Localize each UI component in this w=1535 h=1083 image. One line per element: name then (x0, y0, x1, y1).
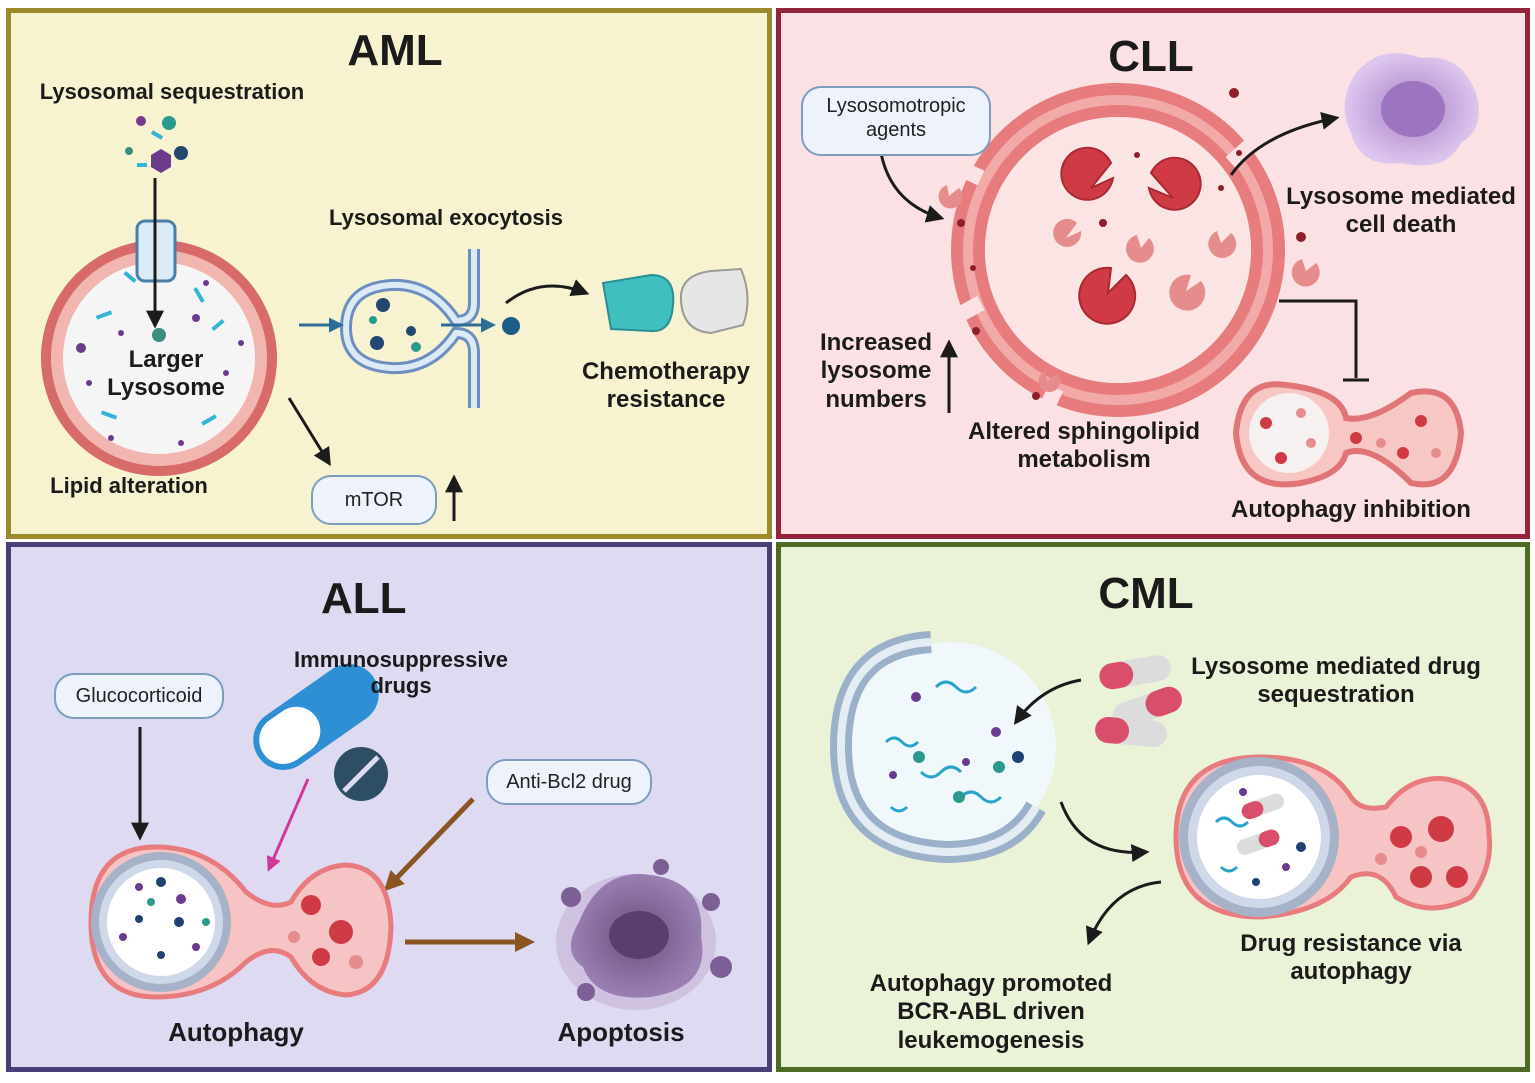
phagophore (829, 631, 1056, 864)
drug-resistance-label: Drug resistance via autophagy (1216, 930, 1486, 987)
altered-sphingolipid-line-2: metabolism (1017, 446, 1151, 474)
anti-bcl2-arrow (383, 797, 475, 892)
lysosomal-exocytosis-label: Lysosomal exocytosis (329, 205, 563, 230)
mtor-pill: mTOR (311, 475, 437, 525)
drug-resistance-line-1: Drug resistance via (1240, 930, 1462, 957)
cll-dots (957, 88, 1306, 400)
larger-lysosome (41, 240, 277, 476)
glucocorticoid-pill: Glucocorticoid (54, 673, 224, 719)
to-cell-death-arrow (1229, 112, 1340, 176)
aml-title: AML (347, 26, 443, 75)
cml-title: CML (1098, 569, 1194, 618)
apoptosis-label: Apoptosis (557, 1017, 685, 1047)
cll-title: CLL (1108, 32, 1194, 81)
larger-lysosome-line-1: Larger (128, 346, 204, 373)
increased-lysosome-numbers-label: Increased lysosome numbers (801, 329, 951, 414)
drug-sequestration-label: Lysosome mediated drug sequestration (1176, 653, 1496, 710)
immunosuppressive-arrow (266, 778, 310, 872)
leukemogenesis-line-1: Autophagy promoted (869, 970, 1113, 997)
anti-bcl2-pill: Anti-Bcl2 drug (486, 759, 652, 805)
to-capsule-arrow (505, 279, 590, 305)
increased-lysosome-line-3: numbers (825, 385, 927, 413)
larger-lysosome-line-2: Lysosome (107, 374, 225, 402)
capsule-icon (601, 267, 749, 335)
cml-capsules-icon (1095, 655, 1182, 748)
drug-particles (125, 116, 188, 173)
lysosome-cell-death-label: Lysosome mediated cell death (1276, 183, 1525, 240)
leukemogenesis-label: Autophagy promoted BCR-ABL driven leukem… (861, 970, 1121, 1055)
autophagolysosome (1232, 381, 1465, 488)
aml-panel: AML Lysosomal sequestration Lysosomal ex… (6, 8, 772, 539)
drug-to-phagophore-arrow (1013, 678, 1082, 725)
exocytosis-vesicle (339, 249, 480, 408)
released-drug (502, 317, 520, 335)
immunosuppressive-drugs-label: Immunosuppressive drugs (271, 647, 531, 699)
to-mtor-arrow (287, 397, 331, 467)
lysosomotropic-agents-pill: Lysosomotropic agents (801, 86, 991, 156)
larger-lysosome-label: Larger Lysosome (91, 346, 241, 403)
lysosome-cell-death-line-1: Lysosome mediated (1286, 183, 1516, 210)
cml-panel: CML Lysosome mediated drug sequestration… (776, 542, 1530, 1072)
drug-sequestration-line-2: sequestration (1257, 681, 1415, 709)
chemotherapy-resistance-line-1: Chemotherapy (581, 358, 751, 385)
all-title: ALL (321, 574, 407, 623)
lysosomotropic-agents-line-1: Lysosomotropic (826, 95, 966, 117)
cml-autolysosome (1173, 754, 1493, 920)
to-autolysosome-arrow (1059, 801, 1150, 863)
lysosome-cell-death-line-2: cell death (1345, 211, 1457, 239)
cll-diagram (879, 53, 1479, 488)
immunosuppressive-capsule-icon (253, 664, 388, 801)
autophagosome (88, 844, 394, 1000)
all-diagram (88, 664, 732, 1010)
autophagy-label: Autophagy (168, 1017, 304, 1047)
chemotherapy-resistance-line-2: resistance (606, 386, 726, 414)
autophagy-inhibition-label: Autophagy inhibition (1231, 496, 1471, 523)
immunosuppressive-line-1: Immunosuppressive (294, 647, 508, 672)
all-panel: ALL Glucocorticoid Immunosuppressive dru… (6, 542, 772, 1072)
chemotherapy-resistance-label: Chemotherapy resistance (566, 358, 766, 415)
cml-diagram (829, 631, 1493, 946)
increased-lysosome-line-2: lysosome (820, 357, 932, 385)
cll-panel: CLL Lysosomotropic agents Lysosome media… (776, 8, 1530, 539)
leukemogenesis-line-2: BCR-ABL driven (897, 998, 1085, 1026)
lysosomal-enzymes (938, 146, 1320, 393)
lysosomotropic-agents-line-2: agents (865, 119, 927, 141)
drug-sequestration-line-1: Lysosome mediated drug (1191, 653, 1481, 680)
agents-arrow (879, 152, 945, 223)
leukemogenesis-line-3: leukemogenesis (897, 1026, 1085, 1054)
lipid-alteration-label: Lipid alteration (50, 473, 208, 498)
lysosomal-sequestration-label: Lysosomal sequestration (39, 79, 305, 104)
immunosuppressive-line-2: drugs (370, 672, 432, 698)
increased-lysosome-line-1: Increased (819, 329, 933, 356)
aml-diagram (41, 116, 749, 521)
apoptotic-cell (556, 859, 732, 1010)
drug-resistance-line-2: autophagy (1290, 958, 1412, 986)
inhibition-line (1279, 299, 1358, 378)
altered-sphingolipid-line-1: Altered sphingolipid (968, 418, 1200, 445)
dying-cell (1344, 53, 1479, 166)
to-leukemogenesis-arrow (1085, 880, 1162, 946)
altered-sphingolipid-label: Altered sphingolipid metabolism (956, 418, 1212, 475)
